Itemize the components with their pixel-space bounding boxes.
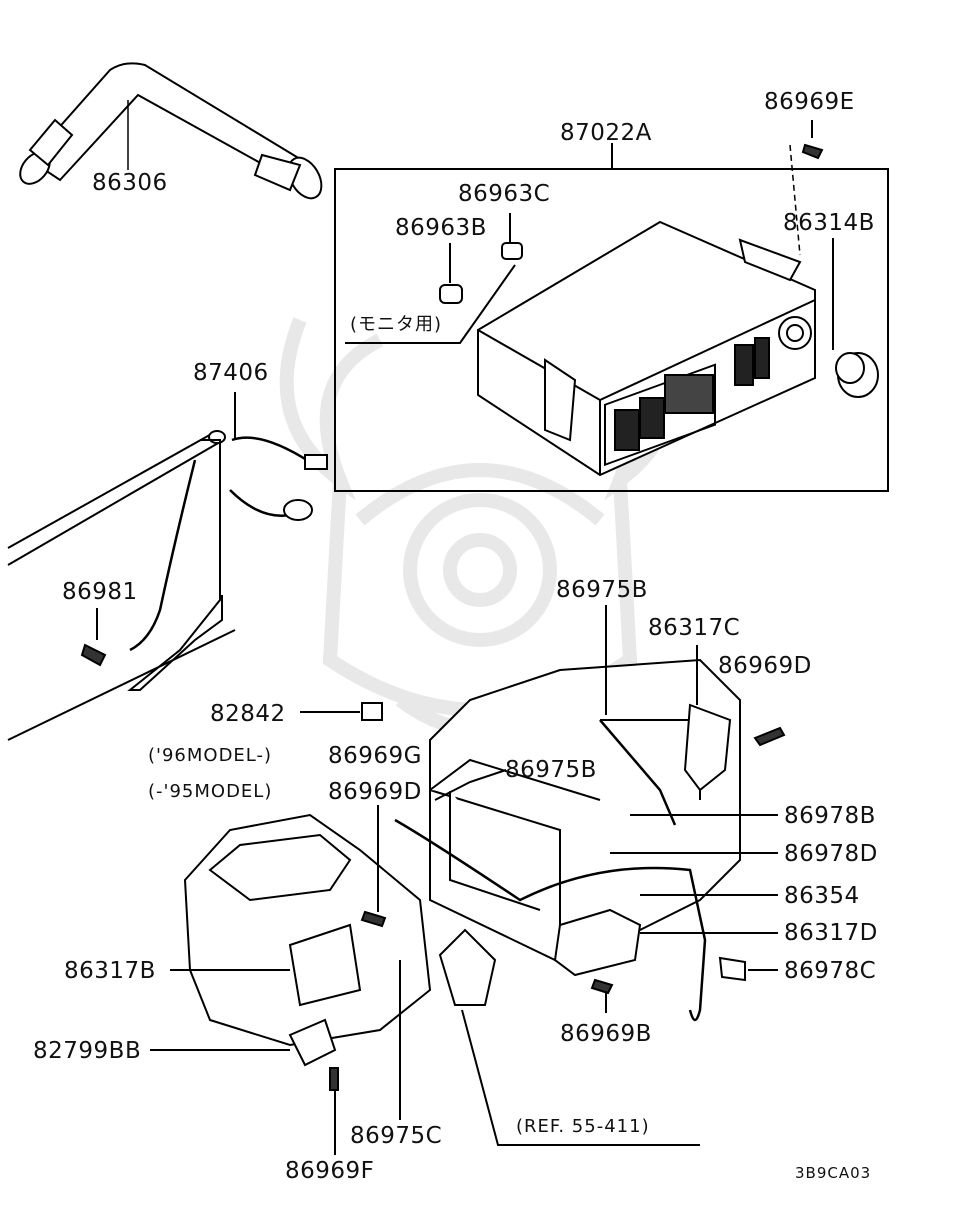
label-87022A: 87022A	[560, 120, 652, 146]
label-86975B-mid: 86975B	[505, 757, 597, 783]
blower-unit	[183, 813, 432, 1047]
connector-82842	[361, 702, 383, 721]
label-86975B-top: 86975B	[556, 577, 648, 603]
screw-86969F	[329, 1067, 339, 1091]
screw-86969B	[590, 978, 614, 995]
bracket-82799BB	[288, 1018, 337, 1067]
label-86314B: 86314B	[783, 210, 875, 236]
label-86317C: 86317C	[648, 615, 741, 641]
label-82799BB: 82799BB	[33, 1038, 142, 1064]
label-86978B: 86978B	[784, 803, 876, 829]
label-86963C: 86963C	[458, 181, 551, 207]
screw-86969D-left	[360, 910, 387, 928]
label-82842: 82842	[210, 701, 286, 727]
label-86978D: 86978D	[784, 841, 878, 867]
upper-harness	[599, 719, 677, 826]
diagram-code: 3B9CA03	[795, 1164, 872, 1182]
label-86975C: 86975C	[350, 1123, 443, 1149]
label-86969F: 86969F	[285, 1158, 375, 1184]
label-86969D-right: 86969D	[718, 653, 812, 679]
label-86978C: 86978C	[784, 958, 877, 984]
bulb-86963C	[501, 213, 523, 260]
leader-monitor	[345, 264, 516, 344]
clip-86978C	[718, 956, 746, 982]
actuator-86317C	[683, 703, 732, 792]
label-ref-note: (REF. 55-411)	[516, 1116, 650, 1137]
dashed-86969E	[789, 144, 801, 256]
screw-86969E	[801, 143, 824, 160]
label-86981: 86981	[62, 579, 138, 605]
label-86317B: 86317B	[64, 958, 156, 984]
label-86969E: 86969E	[764, 89, 855, 115]
module-ref-55-411	[438, 928, 497, 1006]
actuator-86317D	[553, 908, 642, 977]
screw-86969D-right	[753, 726, 786, 747]
label-96-model-note: ('96MODEL-)	[148, 745, 273, 766]
dash-bar	[7, 430, 236, 741]
label-95-model-note: (-'95MODEL)	[148, 781, 273, 802]
heater-unit	[429, 658, 741, 962]
label-86969G: 86969G	[328, 743, 422, 769]
label-monitor-note: (モニタ用)	[350, 314, 443, 335]
bolt-86981	[80, 643, 107, 667]
label-86963B: 86963B	[395, 215, 487, 241]
label-87406: 87406	[193, 360, 269, 386]
duct-hose-86306	[19, 62, 323, 200]
label-86317D: 86317D	[784, 920, 878, 946]
heater-harness	[394, 818, 707, 1022]
label-86969D-left: 86969D	[328, 779, 422, 805]
leader-lines	[150, 605, 778, 1155]
control-unit-87022A	[477, 220, 816, 477]
label-86354: 86354	[784, 883, 860, 909]
knob-86314B	[835, 352, 879, 398]
harness-87406	[129, 436, 328, 652]
label-86969B: 86969B	[560, 1021, 652, 1047]
label-86306: 86306	[92, 170, 168, 196]
bulb-86963B	[439, 243, 463, 304]
